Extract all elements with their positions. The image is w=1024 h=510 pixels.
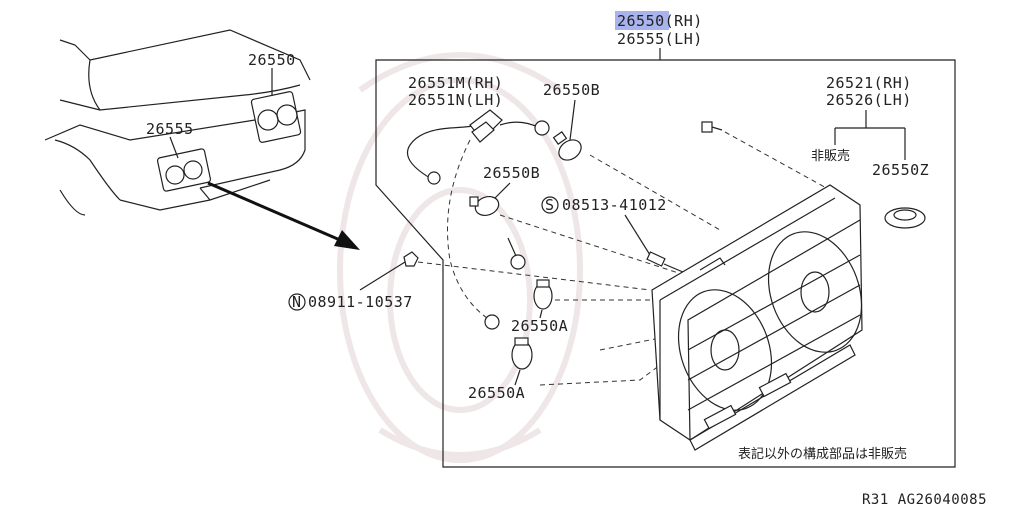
not-for-sale-note: 表記以外の構成部品は非販売 (738, 446, 907, 462)
part-number-gasket-z[interactable]: 26550Z (872, 161, 929, 179)
part-number-main-lh[interactable]: 26555(LH) (617, 30, 703, 48)
pointer-arrow (207, 181, 360, 250)
nut[interactable] (403, 251, 419, 267)
socket-small-2[interactable] (534, 120, 550, 136)
part-highlight (615, 11, 669, 30)
socket-small-4[interactable] (484, 314, 500, 330)
car-label-26550: 26550 (248, 51, 296, 69)
part-number-main[interactable]: 26550(RH) (617, 12, 703, 30)
bulb-a-upper[interactable] (533, 279, 553, 310)
watermark-crest (337, 52, 583, 463)
part-number-bulb-a-2[interactable]: 26550A (468, 384, 525, 402)
bulb-b-top[interactable] (552, 131, 585, 164)
not-for-sale-label: 非販売 (811, 148, 850, 164)
assembly-frame (375, 59, 956, 468)
part-number-bolt-s[interactable]: 08513-41012 (562, 196, 667, 214)
screw-top[interactable] (701, 121, 723, 133)
part-number-nut-n[interactable]: 08911-10537 (308, 293, 413, 311)
part-number-socket-rh[interactable]: 26551M(RH) (408, 74, 503, 92)
bulb-b-mid[interactable] (469, 193, 501, 218)
bulb-a-lower[interactable] (511, 337, 533, 370)
tail-lamp-housing[interactable] (651, 184, 878, 451)
part-number-bulb-b-top[interactable]: 26550B (543, 81, 600, 99)
car-rear-sketch (44, 29, 311, 216)
part-number-bulb-a-1[interactable]: 26550A (511, 317, 568, 335)
part-number-bulb-b-mid[interactable]: 26550B (483, 164, 540, 182)
socket-small-1[interactable] (427, 171, 441, 185)
part-number-lens-rh[interactable]: 26521(RH) (826, 74, 912, 92)
part-number-lens-lh[interactable]: 26526(LH) (826, 91, 912, 109)
diagram-code: R31 AG26040085 (862, 492, 987, 508)
n-symbol: N (292, 293, 302, 311)
socket-small-3[interactable] (510, 254, 526, 270)
gasket[interactable] (884, 207, 926, 229)
car-label-26555: 26555 (146, 120, 194, 138)
s-symbol: S (545, 196, 555, 214)
part-number-socket-lh[interactable]: 26551N(LH) (408, 91, 503, 109)
socket-connector[interactable] (469, 109, 503, 143)
